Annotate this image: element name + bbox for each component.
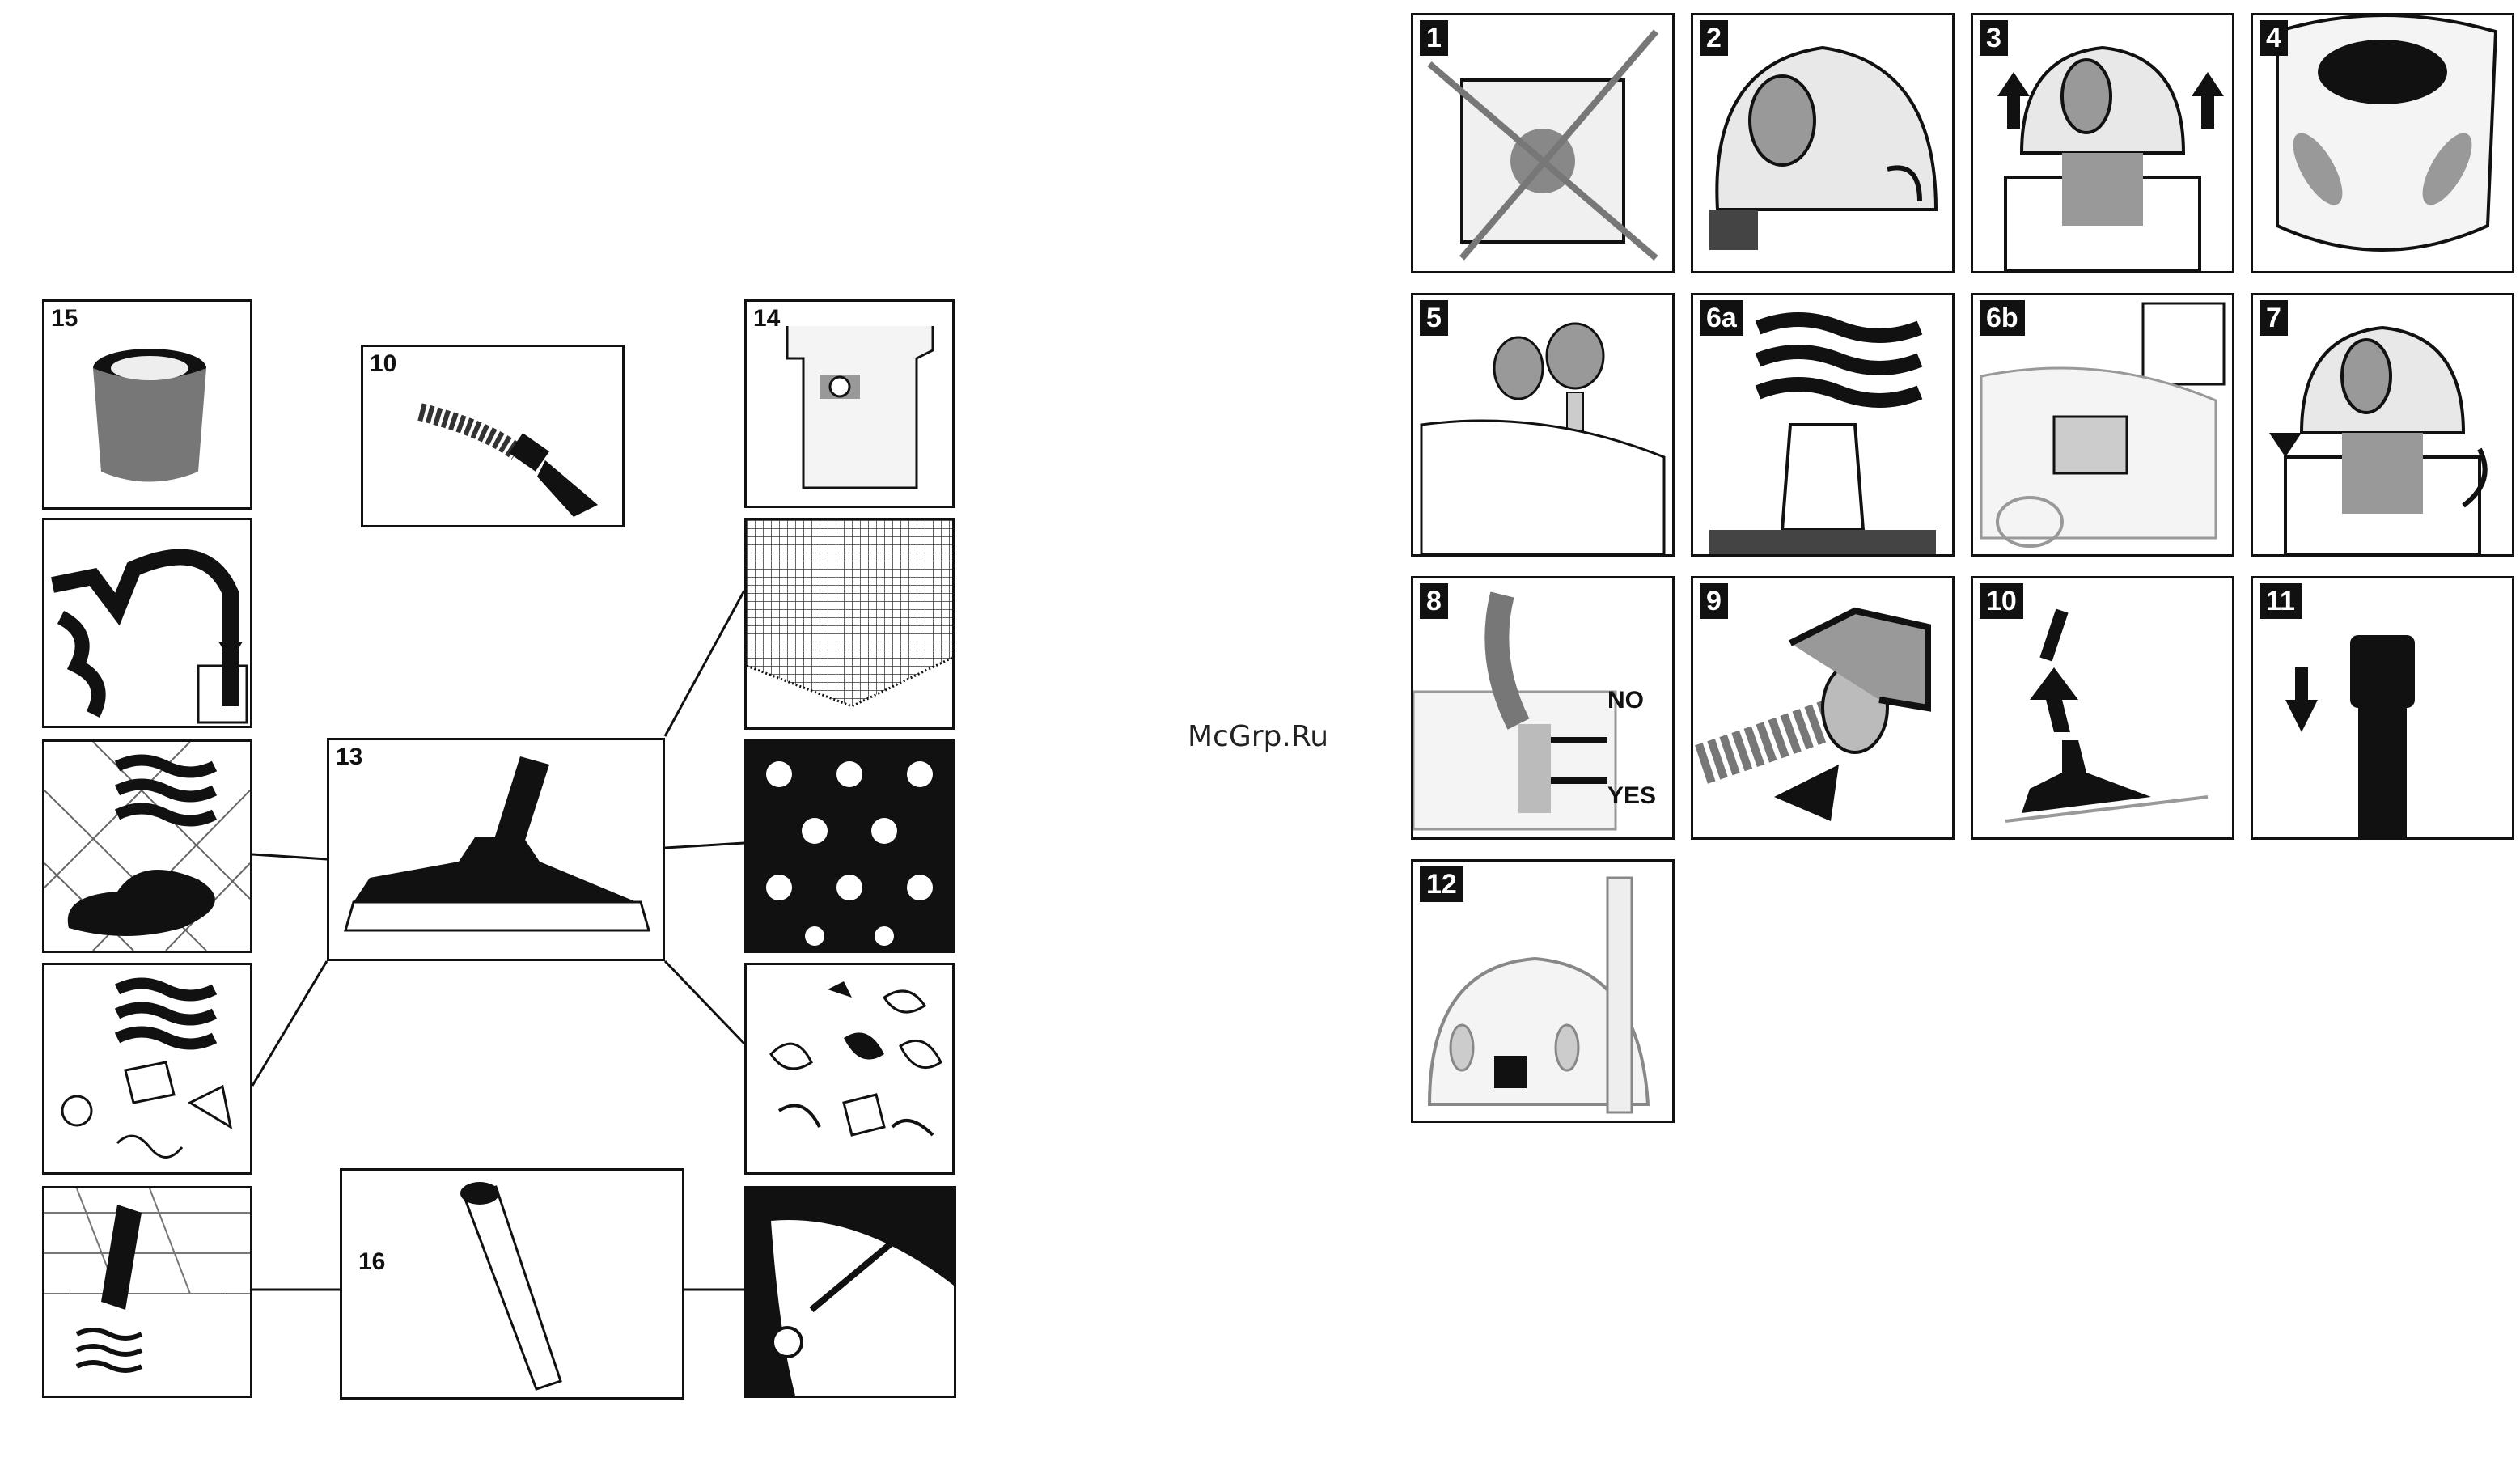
figure-wet-floor — [42, 739, 252, 953]
figure-number: 10 — [370, 350, 396, 378]
float-valve-icon — [1413, 295, 1672, 554]
leaves-icon — [747, 965, 952, 1172]
step-number: 2 — [1700, 20, 1728, 56]
step-number: 11 — [2260, 583, 2302, 619]
step-number: 8 — [1420, 583, 1448, 619]
step-number: 6b — [1980, 300, 2025, 336]
lower-head-icon — [2253, 295, 2512, 554]
step-number: 10 — [1980, 583, 2023, 619]
figure-14-filter-bag: 14 — [744, 299, 955, 508]
figure-dry-debris — [42, 963, 252, 1175]
step-3: 3 — [1971, 13, 2234, 273]
step-number: 7 — [2260, 300, 2288, 336]
step-number: 5 — [1420, 300, 1448, 336]
figure-patterned-floor — [744, 739, 955, 953]
step-9: 9 — [1691, 576, 1955, 840]
float-cage-icon — [2253, 15, 2512, 271]
hose-nozzle-icon — [363, 347, 622, 525]
hose-inlet-icon: NO YES — [1413, 578, 1672, 837]
figure-15-filter: 15 — [42, 299, 252, 510]
cylindrical-filter-icon — [44, 302, 250, 507]
figure-13-floor-nozzle: 13 — [327, 738, 665, 961]
figure-upholstery — [744, 1186, 956, 1398]
step-7: 7 — [2251, 293, 2514, 557]
step-1: 1 — [1411, 13, 1675, 273]
patterned-floor-icon — [747, 742, 952, 951]
step-number: 3 — [1980, 20, 2008, 56]
step-11: 11 — [2251, 576, 2514, 840]
step-number: 1 — [1420, 20, 1448, 56]
yes-label: YES — [1607, 782, 1656, 809]
floor-nozzle-icon — [329, 740, 663, 959]
step-number: 12 — [1420, 866, 1463, 902]
figure-crevice-corner — [42, 1186, 252, 1398]
step-number: 9 — [1700, 583, 1728, 619]
no-label: NO — [1607, 687, 1644, 714]
lift-head-icon — [1973, 15, 2232, 271]
step-number: 6a — [1700, 300, 1743, 336]
wet-floor-icon — [44, 742, 250, 951]
vacuum-head-unlatch-icon — [1693, 15, 1952, 271]
step-2: 2 — [1691, 13, 1955, 273]
figure-number: 16 — [358, 1248, 385, 1276]
figure-16-crevice-tool: 16 — [340, 1168, 684, 1400]
watermark-text: McGrp.Ru — [1188, 720, 1328, 753]
crevice-tool-icon — [342, 1171, 682, 1397]
connect-hose-icon — [1693, 578, 1952, 837]
step-8: 8 NO YES — [1411, 576, 1675, 840]
upholstery-icon — [747, 1188, 954, 1396]
carpet-icon — [747, 520, 952, 727]
figure-number: 14 — [753, 305, 780, 333]
figure-number: 15 — [51, 305, 78, 333]
crevice-corner-icon — [44, 1188, 250, 1396]
figure-number: 13 — [336, 743, 362, 771]
vacuum-hose-icon — [44, 520, 250, 726]
step-4: 4 — [2251, 13, 2514, 273]
step-5: 5 — [1411, 293, 1675, 557]
figure-carpet — [744, 518, 955, 730]
step-6a: 6a — [1691, 293, 1955, 557]
figure-10-hose: 10 — [361, 345, 625, 527]
crossed-out-plug-icon — [1413, 15, 1672, 271]
step-6b: 6b — [1971, 293, 2234, 557]
figure-leaves — [744, 963, 955, 1175]
figure-wet-vacuum-hose — [42, 518, 252, 728]
step-number: 4 — [2260, 20, 2288, 56]
step-10: 10 — [1971, 576, 2234, 840]
step-12: 12 — [1411, 859, 1675, 1123]
debris-icon — [44, 965, 250, 1172]
